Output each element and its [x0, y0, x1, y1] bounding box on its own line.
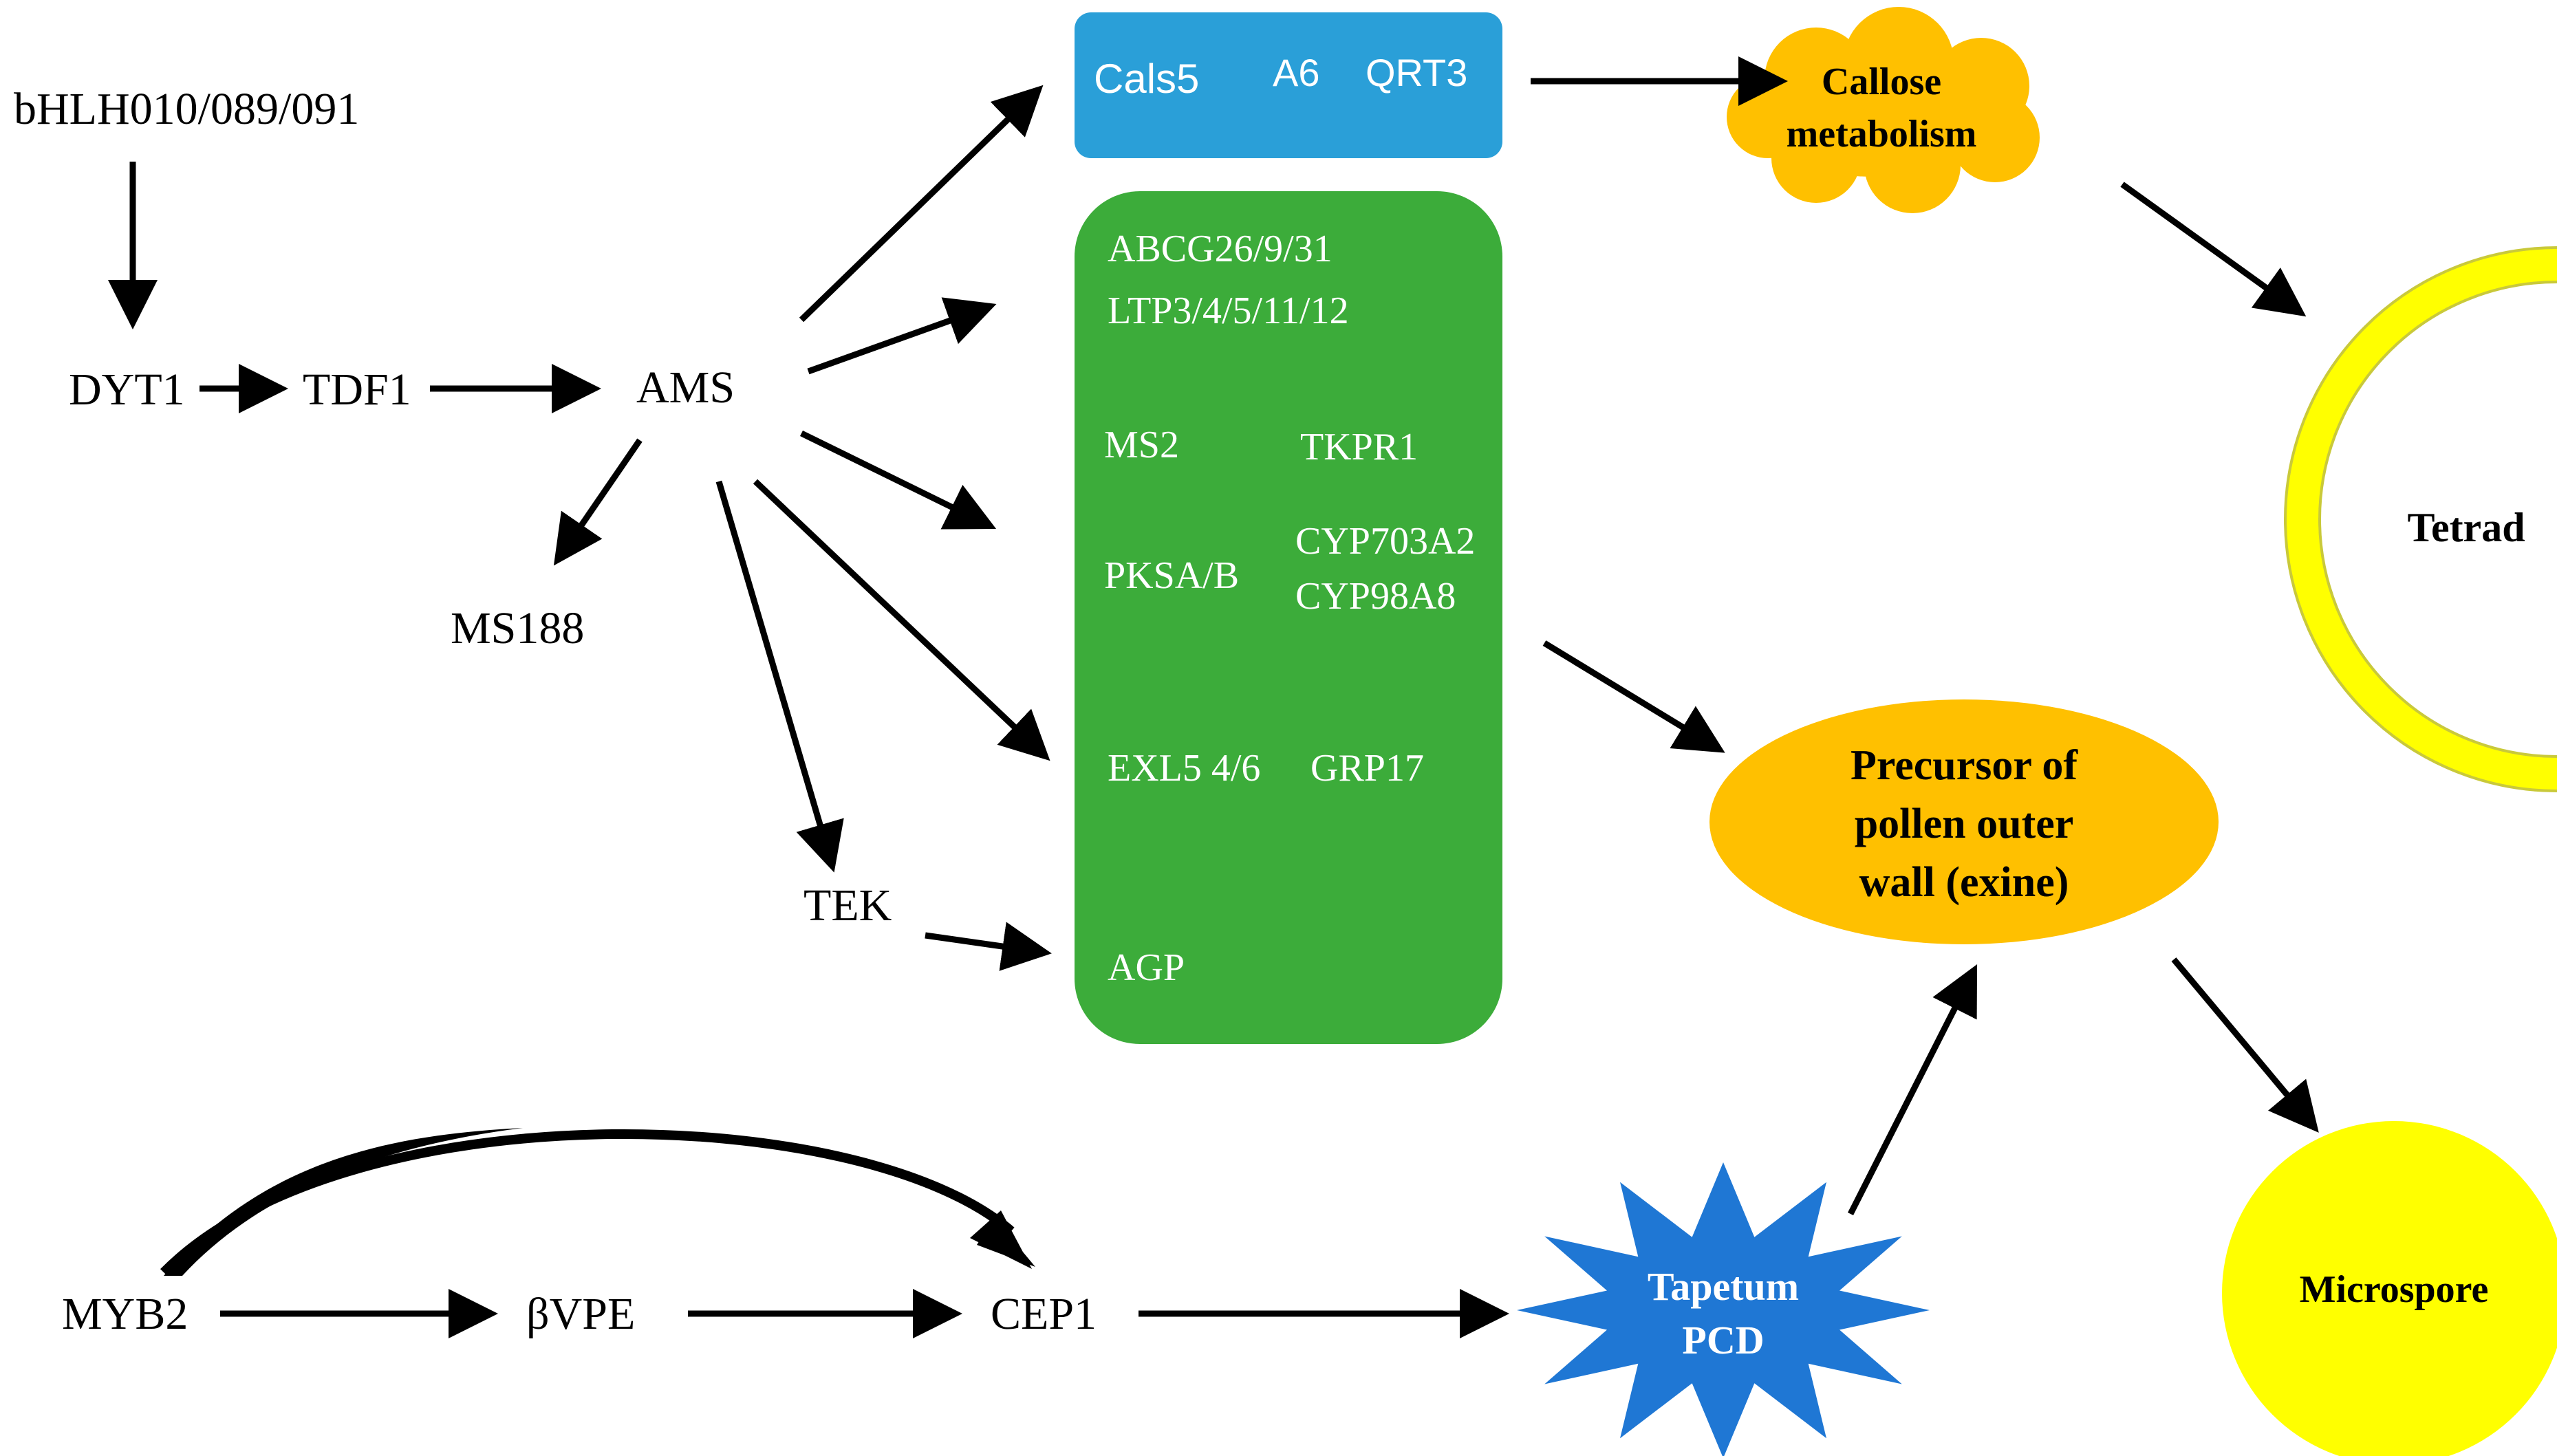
tetrad-ring [2284, 246, 2557, 792]
gene-tkpr1: TKPR1 [1300, 426, 1418, 468]
arrow-ams-tek [715, 480, 844, 873]
node-cep1: CEP1 [991, 1289, 1097, 1339]
gene-cyp703: CYP703A2 [1295, 520, 1475, 563]
microspore-circle [2222, 1121, 2557, 1456]
node-dyt1: DYT1 [69, 365, 185, 415]
callose-cloud [1727, 7, 2040, 213]
node-tek: TEK [803, 880, 892, 931]
arrow-ams-ms188 [553, 438, 643, 566]
gene-grp17: GRP17 [1310, 747, 1424, 790]
gene-a6: A6 [1273, 51, 1320, 94]
node-ms188: MS188 [451, 603, 584, 653]
gene-exl: EXL5 4/6 [1108, 747, 1260, 790]
gene-ltp: LTP3/4/5/11/12 [1108, 290, 1349, 332]
tetrad-label: Tetrad [2407, 505, 2525, 550]
precursor-label-1: Precursor of [1851, 742, 2078, 789]
tapetum-label-1: Tapetum [1648, 1264, 1799, 1309]
arrow-tek-agp [925, 922, 1052, 971]
arrow-ams-blue [799, 85, 1044, 323]
callose-label-1: Callose [1822, 61, 1941, 103]
arrow-tapetum-precursor [1847, 964, 1978, 1216]
precursor-ellipse [1709, 699, 2219, 944]
node-tdf1: TDF1 [303, 365, 411, 415]
gene-cyp98: CYP98A8 [1295, 575, 1456, 618]
microspore-label: Microspore [2300, 1268, 2489, 1311]
gene-ms2: MS2 [1104, 424, 1179, 466]
arrow-green-precursor [1542, 640, 1725, 753]
arrow-myb2-cep1-curved [160, 1128, 1035, 1276]
tapetum-star [1517, 1162, 1930, 1456]
arrow-callose-tetrad [2120, 182, 2307, 317]
gene-qrt3: QRT3 [1366, 51, 1467, 94]
arrow-ams-ltp [807, 297, 997, 375]
arrow-precursor-microspore [2171, 957, 2319, 1133]
node-bhlh: bHLH010/089/091 [14, 84, 359, 134]
gene-pksa: PKSA/B [1104, 554, 1239, 597]
precursor-label-2: pollen outer [1855, 801, 2074, 847]
node-ams: AMS [636, 362, 735, 413]
callose-label-2: metabolism [1787, 113, 1977, 155]
arrow-ams-exl [753, 479, 1050, 761]
gene-abcg: ABCG26/9/31 [1108, 228, 1333, 270]
green-gene-box [1075, 191, 1502, 1044]
node-myb2: MYB2 [62, 1289, 188, 1339]
precursor-label-3: wall (exine) [1859, 859, 2069, 906]
blue-gene-box [1075, 12, 1502, 158]
gene-agp: AGP [1108, 946, 1185, 989]
arrow-ams-pksa [800, 430, 997, 530]
tapetum-label-2: PCD [1682, 1318, 1764, 1362]
gene-cals5: Cals5 [1094, 56, 1199, 102]
node-bvpe: βVPE [526, 1289, 635, 1339]
arrows [108, 56, 2319, 1338]
